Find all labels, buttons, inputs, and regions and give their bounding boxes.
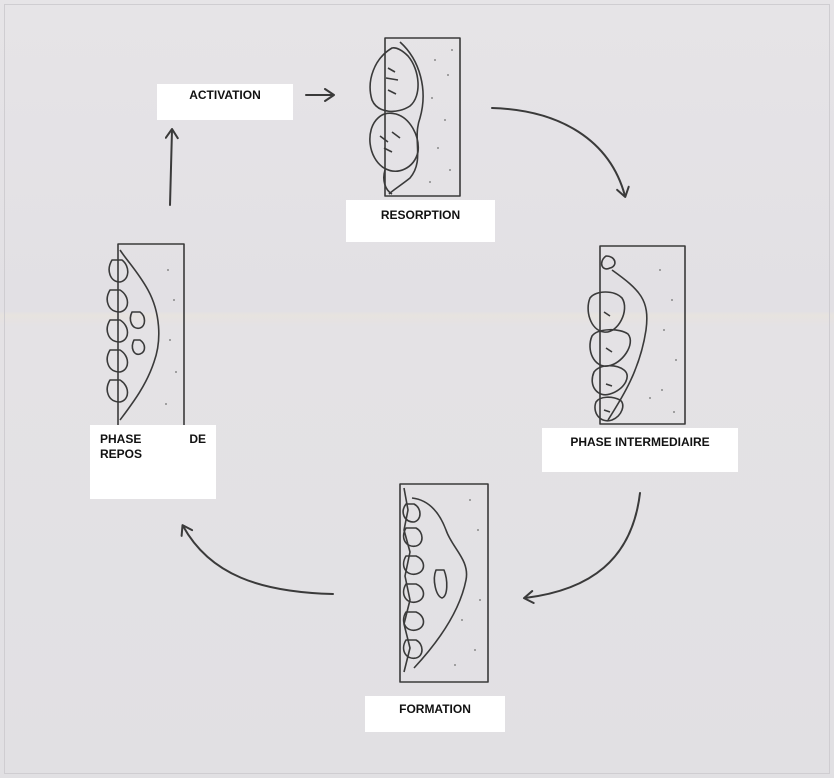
repos-text-line2: REPOS bbox=[100, 447, 206, 462]
activation-text: ACTIVATION bbox=[157, 88, 293, 103]
resorption-sketch bbox=[370, 38, 460, 196]
formation-text: FORMATION bbox=[365, 702, 505, 717]
arrow-formation-to-repos bbox=[183, 526, 333, 594]
intermediaire-sketch bbox=[588, 246, 685, 424]
resorption-text: RESORPTION bbox=[346, 208, 495, 223]
repos-sketch bbox=[107, 244, 184, 426]
label-resorption: RESORPTION bbox=[346, 200, 495, 242]
label-activation: ACTIVATION bbox=[157, 84, 293, 120]
label-intermediaire: PHASE INTERMEDIAIRE bbox=[542, 428, 738, 472]
arrow-intermediaire-to-formation bbox=[525, 493, 640, 598]
label-repos: PHASE DE REPOS bbox=[90, 425, 216, 499]
intermediaire-text: PHASE INTERMEDIAIRE bbox=[542, 435, 738, 450]
arrow-repos-to-activation bbox=[170, 130, 172, 205]
formation-sketch bbox=[400, 484, 488, 682]
label-formation: FORMATION bbox=[365, 696, 505, 732]
repos-text-line1: PHASE DE bbox=[100, 432, 206, 447]
arrow-resorption-to-intermediaire bbox=[492, 108, 625, 196]
